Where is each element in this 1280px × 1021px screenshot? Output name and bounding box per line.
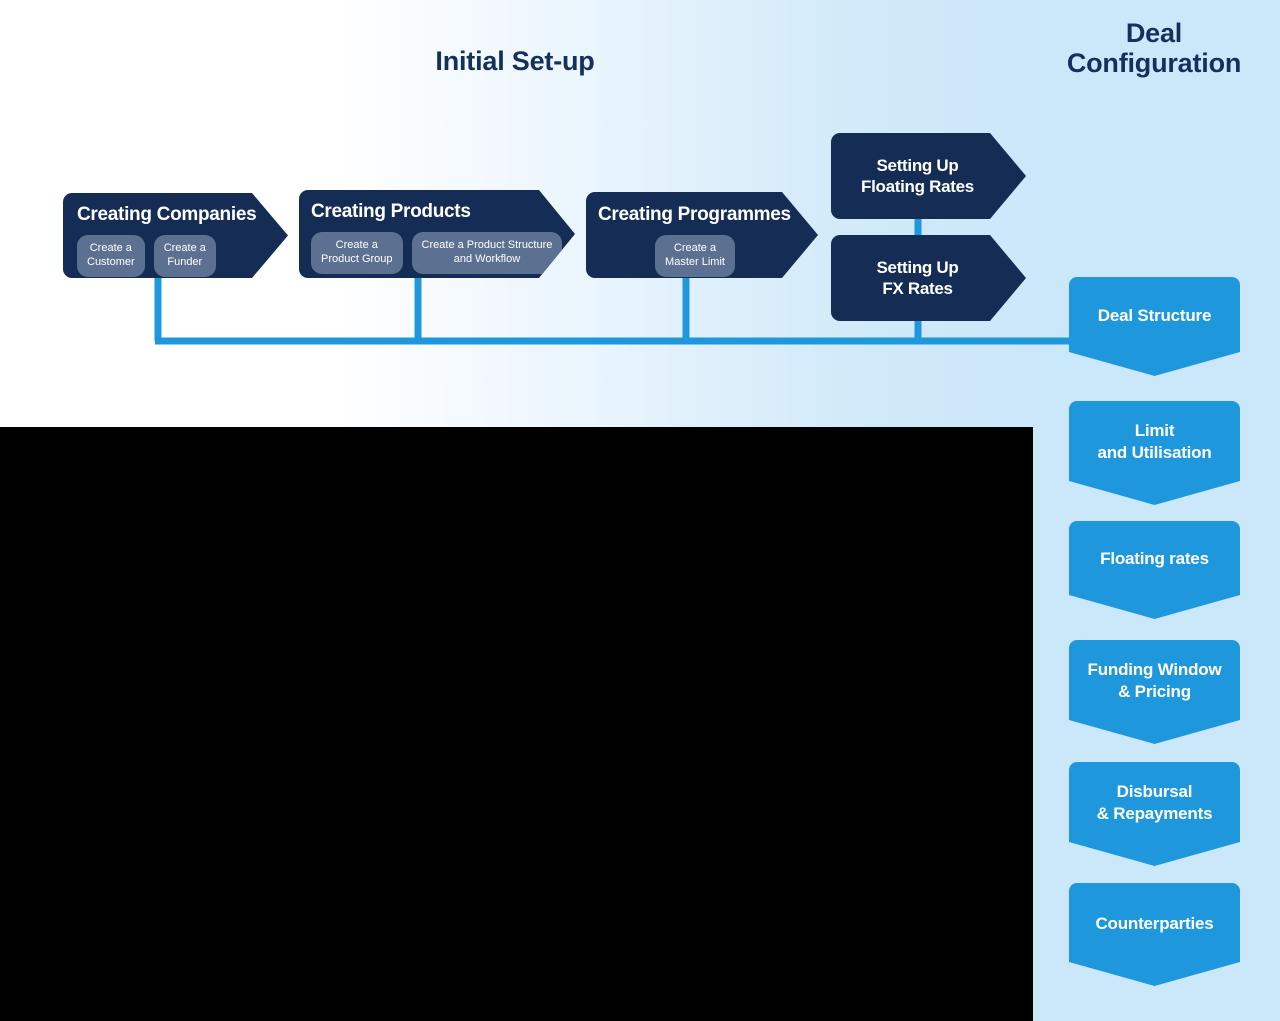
step-limit-and-utilisation[interactable]: Limit and Utilisation <box>1069 401 1240 505</box>
step-disbursal-and-repayments[interactable]: Disbursal & Repayments <box>1069 762 1240 866</box>
stage-pill-group: Create a Master Limit <box>598 235 818 277</box>
stage-title: Creating Companies <box>77 204 257 225</box>
pill-create-a-product-structure-and-workflow[interactable]: Create a Product Structure and Workflow <box>412 232 563 274</box>
stage-pill-group: Create a Product Group Create a Product … <box>311 232 575 274</box>
step-label: Limit and Utilisation <box>1097 421 1212 462</box>
step-label: Disbursal & Repayments <box>1096 782 1213 823</box>
step-label: Floating rates <box>1100 549 1209 569</box>
occluding-panel <box>0 427 1033 1021</box>
stage-title: Setting Up Floating Rates <box>861 155 974 196</box>
step-floating-rates[interactable]: Floating rates <box>1069 521 1240 619</box>
step-funding-window-and-pricing[interactable]: Funding Window & Pricing <box>1069 640 1240 744</box>
step-label: Deal Structure <box>1097 305 1212 325</box>
step-deal-structure[interactable]: Deal Structure <box>1069 277 1240 376</box>
pill-create-a-customer[interactable]: Create a Customer <box>77 235 145 277</box>
pill-create-a-funder[interactable]: Create a Funder <box>154 235 216 277</box>
stage-pill-group: Create a Customer Create a Funder <box>77 235 288 277</box>
step-label: Counterparties <box>1095 913 1214 933</box>
stage-creating-products[interactable]: Creating Products Create a Product Group… <box>299 190 575 278</box>
stage-title: Setting Up FX Rates <box>876 257 959 298</box>
step-counterparties[interactable]: Counterparties <box>1069 883 1240 986</box>
step-label: Funding Window & Pricing <box>1087 660 1222 701</box>
heading-deal-configuration: Deal Configuration <box>1066 18 1242 79</box>
heading-initial-setup: Initial Set-up <box>435 46 595 76</box>
stage-setting-up-fx-rates[interactable]: Setting Up FX Rates <box>831 235 1026 321</box>
stage-title: Creating Programmes <box>598 204 791 225</box>
stage-creating-programmes[interactable]: Creating Programmes Create a Master Limi… <box>586 192 818 278</box>
stage-setting-up-floating-rates[interactable]: Setting Up Floating Rates <box>831 133 1026 219</box>
stage-title: Creating Products <box>311 201 471 222</box>
pill-create-a-product-group[interactable]: Create a Product Group <box>311 232 403 274</box>
pill-create-a-master-limit[interactable]: Create a Master Limit <box>655 235 735 277</box>
stage-creating-companies[interactable]: Creating Companies Create a Customer Cre… <box>63 193 288 278</box>
